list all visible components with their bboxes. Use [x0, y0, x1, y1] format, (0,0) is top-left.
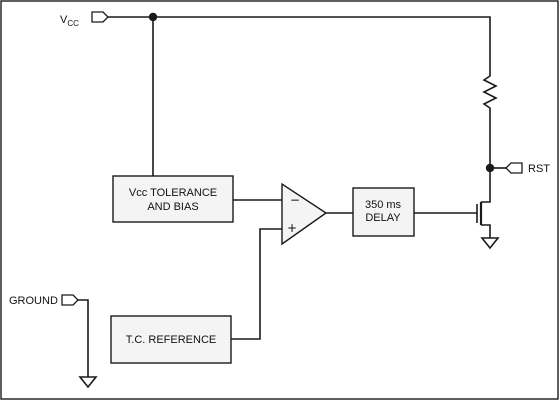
delay-line1: 350 ms [365, 199, 402, 211]
tolerance-line2: AND BIAS [147, 201, 198, 213]
nmos-transistor-icon [476, 202, 491, 238]
tolerance-line1: Vcc TOLERANCE [129, 187, 217, 199]
comparator-plus: + [287, 221, 297, 235]
ground-symbol-icon [78, 376, 98, 389]
resistor-icon [482, 72, 498, 168]
ground-wire [78, 299, 89, 377]
reference-label: T.C. REFERENCE [126, 334, 216, 346]
rst-port-icon [505, 162, 523, 174]
delay-line2: DELAY [365, 212, 401, 224]
ground-label: GROUND [9, 295, 58, 307]
vcc-port-icon [91, 11, 109, 23]
delay-block [352, 187, 415, 237]
comparator-minus: − [290, 193, 300, 207]
vcc-rail [108, 16, 491, 72]
comparator-icon [281, 182, 328, 246]
ground-icon [480, 237, 500, 250]
reference-to-plus-wire [231, 228, 282, 340]
vcc-tolerance-block [112, 175, 234, 223]
ground-port-icon [61, 294, 79, 306]
vcc-label: VCC [60, 14, 79, 28]
rst-label: RST [528, 163, 550, 175]
drain-wire [481, 168, 491, 203]
tc-reference-block [110, 315, 232, 364]
